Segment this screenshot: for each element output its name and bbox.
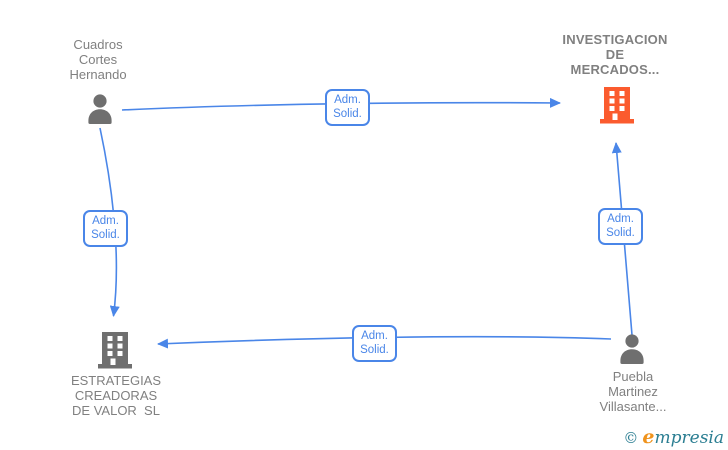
person-icon[interactable] [86,94,114,124]
arrow-cuadros-to-investigacion [121,97,561,111]
person-icon[interactable] [618,334,646,364]
node-label-line: DE [605,47,625,62]
node-label-investigacion-de-mercados[interactable]: INVESTIGACION DE MERCADOS... [562,32,667,77]
edge-label-adm-solid-left: Adm. Solid. [83,210,128,247]
edge-label-adm-solid-bottom: Adm. Solid. [352,325,397,362]
node-label-line: Cortes [78,52,118,67]
edge-label-line: Adm. [361,330,388,342]
edge-label-line: Adm. [92,215,119,227]
empresia-watermark: ©empresia [623,426,724,448]
edge-label-line: Solid. [91,229,120,241]
node-label-line: Hernando [69,67,127,82]
node-label-cuadros-cortes-hernando[interactable]: Cuadros Cortes Hernando [69,37,126,82]
node-label-line: INVESTIGACION [562,32,668,47]
node-label-estrategias-creadoras-de-valor[interactable]: ESTRATEGIAS CREADORAS DE VALOR SL [71,373,161,418]
edge-label-line: Solid. [333,108,362,120]
node-label-puebla-martinez-villasante[interactable]: Puebla Martinez Villasante... [600,369,667,414]
node-label-line: DE VALOR SL [72,403,160,418]
edge-label-line: Adm. [334,94,361,106]
edge-label-line: Adm. [607,213,634,225]
edge-label-line: Solid. [606,227,635,239]
node-label-line: MERCADOS... [570,62,660,77]
empresia-logo-initial: e [642,426,655,448]
node-label-line: Villasante... [599,399,667,414]
building-icon[interactable] [96,331,134,369]
node-label-line: Cuadros [73,37,123,52]
node-label-line: CREADORAS [74,388,158,403]
edge-label-line: Solid. [360,344,389,356]
node-label-line: Puebla [612,369,654,384]
edge-label-adm-solid-top: Adm. Solid. [325,89,370,126]
edge-label-adm-solid-right: Adm. Solid. [598,208,643,245]
empresia-logo-text: mpresia [654,428,725,448]
node-label-line: ESTRATEGIAS [70,373,162,388]
building-icon[interactable] [598,86,636,124]
copyright-icon: © [623,429,639,447]
node-label-line: Martinez [608,384,658,399]
